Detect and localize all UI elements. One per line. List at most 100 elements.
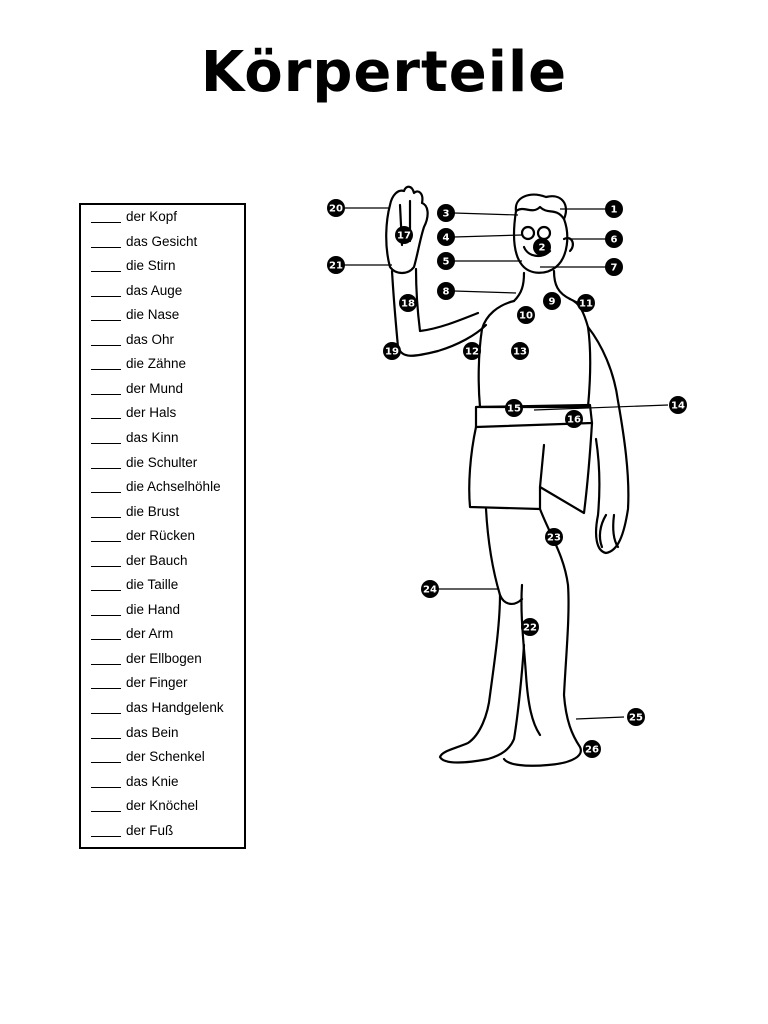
word-item: der Hals <box>91 405 176 420</box>
label-number: 6 <box>611 235 618 246</box>
raised-arm <box>390 269 488 357</box>
answer-blank[interactable] <box>91 222 121 223</box>
answer-blank[interactable] <box>91 565 121 567</box>
word-text: der Fuß <box>126 822 174 838</box>
word-item: der Kopf <box>91 209 177 224</box>
answer-blank[interactable] <box>91 811 121 813</box>
answer-blank[interactable] <box>91 344 121 346</box>
word-item: das Ohr <box>91 332 174 347</box>
answer-blank[interactable] <box>91 418 121 420</box>
word-text: das Bein <box>126 724 179 740</box>
word-item: das Auge <box>91 283 182 298</box>
word-text: die Schulter <box>126 454 198 470</box>
answer-blank[interactable] <box>91 614 121 616</box>
answer-blank[interactable] <box>91 492 121 494</box>
label-number: 25 <box>629 713 643 724</box>
word-item: der Knöchel <box>91 798 198 813</box>
answer-blank[interactable] <box>91 393 121 395</box>
word-item: der Schenkel <box>91 749 205 764</box>
label-marker <box>533 238 551 256</box>
label-marker <box>399 294 417 312</box>
answer-blank[interactable] <box>91 835 121 837</box>
label-marker <box>545 528 563 546</box>
word-text: die Hand <box>126 601 181 617</box>
label-number: 7 <box>611 263 618 274</box>
word-item: das Handgelenk <box>91 700 224 715</box>
label-marker <box>517 306 535 324</box>
word-text: das Auge <box>126 282 183 298</box>
word-item: der Ellbogen <box>91 651 202 666</box>
word-text: der Hals <box>126 405 177 421</box>
answer-blank[interactable] <box>91 295 121 297</box>
label-number: 2 <box>539 243 546 254</box>
answer-blank[interactable] <box>91 516 121 518</box>
answer-blank[interactable] <box>91 369 121 371</box>
answer-blank[interactable] <box>91 320 121 322</box>
label-number: 4 <box>443 233 450 244</box>
word-item: die Hand <box>91 602 180 617</box>
answer-blank[interactable] <box>91 467 121 469</box>
head <box>512 193 569 274</box>
word-item: die Achselhöhle <box>91 479 221 494</box>
label-number: 18 <box>401 299 415 310</box>
word-item: die Brust <box>91 504 179 519</box>
word-item: der Finger <box>91 675 188 690</box>
right-arm <box>586 325 630 555</box>
word-text: der Knöchel <box>126 798 199 814</box>
word-item: die Nase <box>91 307 179 322</box>
word-text: das Ohr <box>126 331 175 347</box>
label-number: 5 <box>443 257 450 268</box>
word-text: das Handgelenk <box>126 700 224 715</box>
answer-blank[interactable] <box>91 713 121 714</box>
answer-blank[interactable] <box>91 246 121 248</box>
answer-blank[interactable] <box>91 442 121 444</box>
label-marker <box>327 199 345 217</box>
answer-blank[interactable] <box>91 737 121 739</box>
answer-blank[interactable] <box>91 639 121 641</box>
label-marker <box>421 580 439 598</box>
answer-blank[interactable] <box>91 688 121 690</box>
answer-blank[interactable] <box>91 762 121 764</box>
answer-blank[interactable] <box>91 271 121 273</box>
label-marker <box>565 410 583 428</box>
shorts <box>468 421 594 515</box>
answer-blank[interactable] <box>91 590 121 592</box>
answer-blank[interactable] <box>91 663 121 665</box>
label-number: 3 <box>443 209 450 220</box>
word-item: das Kinn <box>91 430 179 445</box>
word-item: der Mund <box>91 381 183 396</box>
answer-blank[interactable] <box>91 786 121 788</box>
label-number: 11 <box>579 299 593 310</box>
word-item: die Taille <box>91 577 178 592</box>
label-marker <box>463 342 481 360</box>
label-number: 24 <box>423 585 437 596</box>
word-text: die Taille <box>126 577 179 593</box>
answer-blank[interactable] <box>91 541 121 543</box>
label-marker <box>437 282 455 300</box>
label-marker <box>395 226 413 244</box>
word-text: die Nase <box>126 307 180 323</box>
word-text: der Arm <box>126 626 174 642</box>
label-number: 16 <box>567 415 581 426</box>
label-number: 15 <box>507 404 521 415</box>
label-marker <box>521 618 539 636</box>
word-text: der Kopf <box>126 209 178 224</box>
word-text: die Zähne <box>126 356 187 372</box>
label-number: 9 <box>549 297 556 308</box>
word-text: die Achselhöhle <box>126 479 221 495</box>
word-text: der Finger <box>126 675 188 691</box>
word-text: das Kinn <box>126 429 179 445</box>
label-marker <box>605 200 623 218</box>
word-text: die Stirn <box>126 258 176 274</box>
raised-hand <box>385 185 429 275</box>
label-marker <box>511 342 529 360</box>
label-number: 26 <box>585 745 599 756</box>
label-number: 12 <box>465 347 479 358</box>
word-item: der Arm <box>91 626 173 641</box>
right-leg <box>502 507 582 767</box>
word-item: das Bein <box>91 725 179 740</box>
label-marker <box>327 256 345 274</box>
